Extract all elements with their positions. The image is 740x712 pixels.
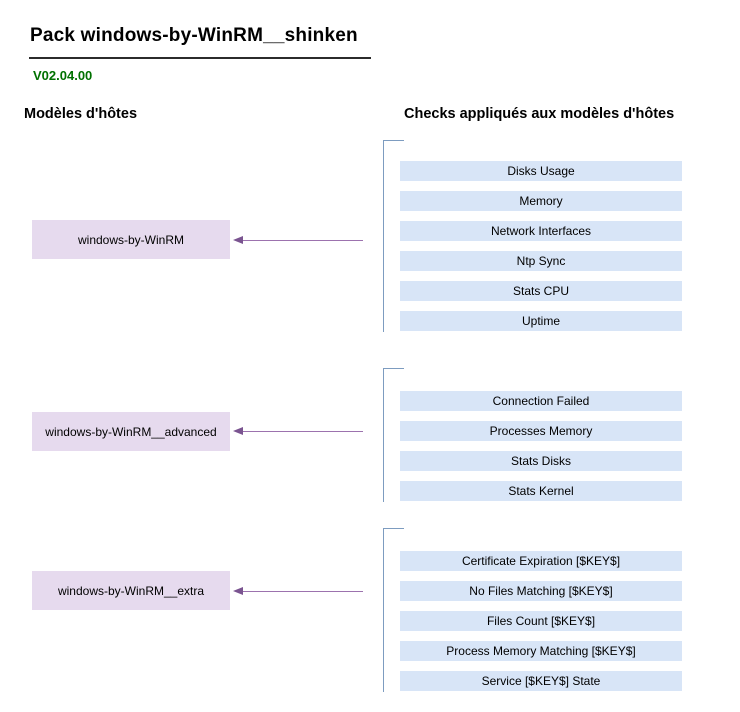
check-item: Uptime <box>400 311 682 331</box>
pack-version-label: V02.04.00 <box>33 68 93 83</box>
arrow-left-icon <box>233 236 243 244</box>
arrow-line <box>242 591 363 592</box>
host-template-box: windows-by-WinRM__advanced <box>32 412 230 451</box>
check-item: Disks Usage <box>400 161 682 181</box>
host-templates-heading: Modèles d'hôtes <box>24 106 138 122</box>
check-item: Files Count [$KEY$] <box>400 611 682 631</box>
group-bracket-2 <box>383 368 404 502</box>
group-bracket-1 <box>383 140 404 332</box>
check-list-group-3: Certificate Expiration [$KEY$] No Files … <box>400 551 682 701</box>
check-item: Stats CPU <box>400 281 682 301</box>
check-item: Service [$KEY$] State <box>400 671 682 691</box>
check-item: Ntp Sync <box>400 251 682 271</box>
arrow-left-icon <box>233 427 243 435</box>
check-item: Connection Failed <box>400 391 682 411</box>
host-template-box: windows-by-WinRM__extra <box>32 571 230 610</box>
group-bracket-3 <box>383 528 404 692</box>
arrow-line <box>242 240 363 241</box>
arrow-left-icon <box>233 587 243 595</box>
host-template-box: windows-by-WinRM <box>32 220 230 259</box>
check-item: Process Memory Matching [$KEY$] <box>400 641 682 661</box>
title-underline <box>29 57 371 59</box>
checks-applied-heading: Checks appliqués aux modèles d'hôtes <box>404 106 675 122</box>
arrow-line <box>242 431 363 432</box>
check-item: Network Interfaces <box>400 221 682 241</box>
check-item: Stats Disks <box>400 451 682 471</box>
check-list-group-1: Disks Usage Memory Network Interfaces Nt… <box>400 161 682 341</box>
check-item: Certificate Expiration [$KEY$] <box>400 551 682 571</box>
check-item: No Files Matching [$KEY$] <box>400 581 682 601</box>
check-item: Stats Kernel <box>400 481 682 501</box>
check-list-group-2: Connection Failed Processes Memory Stats… <box>400 391 682 511</box>
page-title: Pack windows-by-WinRM__shinken <box>30 25 358 46</box>
check-item: Memory <box>400 191 682 211</box>
check-item: Processes Memory <box>400 421 682 441</box>
